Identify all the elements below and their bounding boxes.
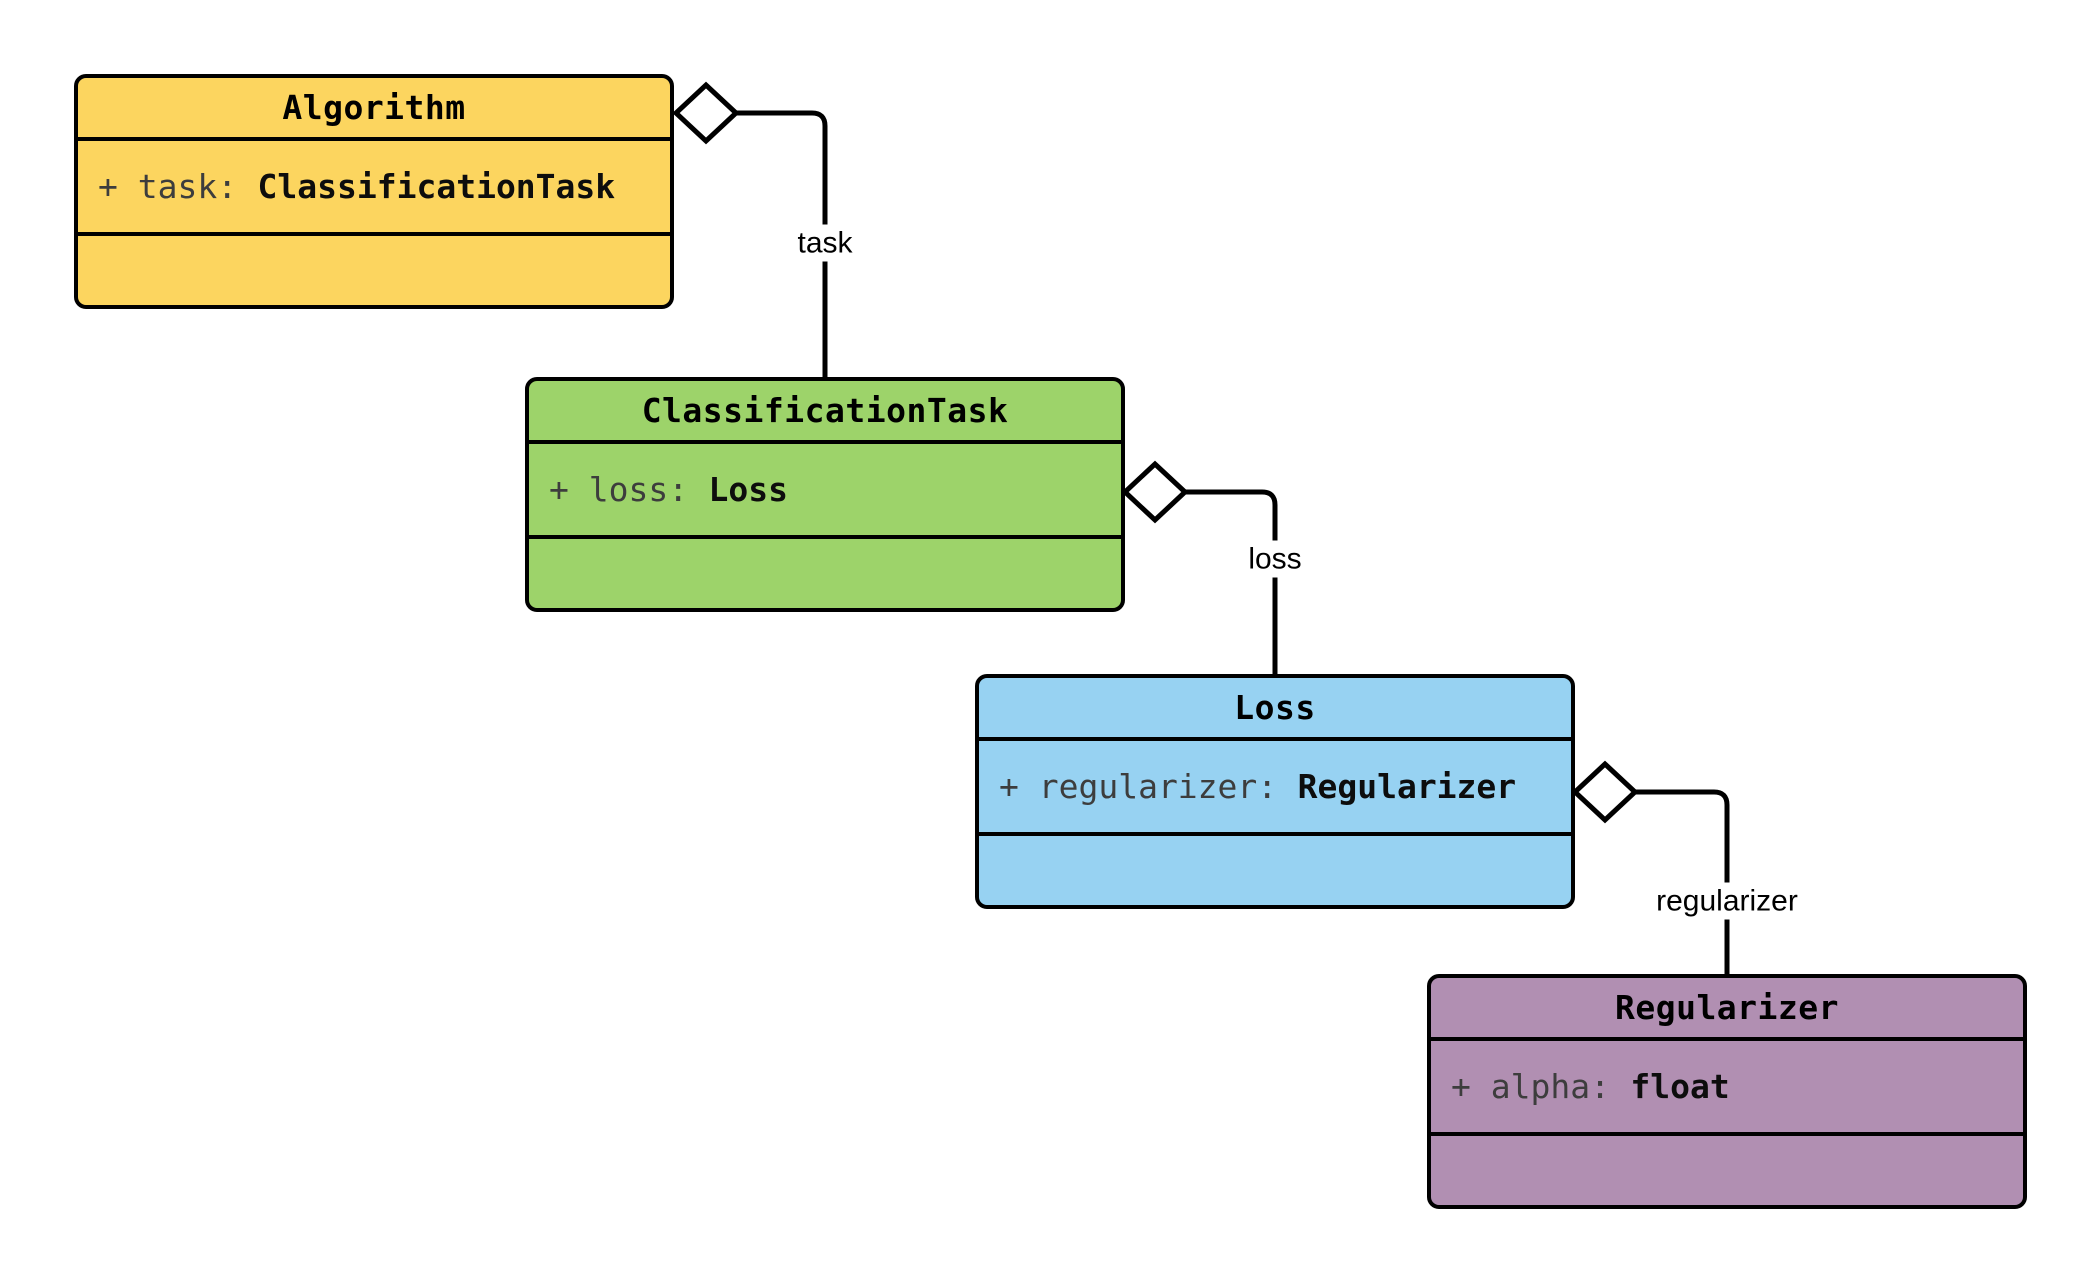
edge-label-regularizer: regularizer [1648,882,1806,920]
attribute-name: + alpha: [1451,1067,1610,1106]
aggregation-diamond-icon [1571,760,1639,824]
aggregation-edge-loss [1121,460,1278,675]
class-methods-compartment [78,236,670,305]
class-attributes: + alpha: float [1431,1041,2023,1136]
class-methods-compartment [1431,1136,2023,1205]
edge-line-task [736,110,828,377]
class-box-algorithm: Algorithm + task: ClassificationTask [74,74,674,309]
attribute-type: float [1630,1067,1730,1106]
attribute-name: + loss: [549,470,689,509]
class-title: Regularizer [1431,978,2023,1041]
class-title: Algorithm [78,78,670,141]
attribute-name: + regularizer: [999,767,1278,806]
attribute-type: Loss [708,470,789,509]
aggregation-edge-task [672,81,828,377]
attribute-type: ClassificationTask [257,167,616,206]
class-box-classificationtask: ClassificationTask + loss: Loss [525,377,1125,612]
class-title: ClassificationTask [529,381,1121,444]
edge-line-regularizer [1635,789,1730,974]
attribute-type: Regularizer [1297,767,1517,806]
aggregation-diamond-icon [1121,460,1189,524]
class-methods-compartment [979,836,1571,905]
aggregation-edge-regularizer [1571,760,1730,974]
class-title: Loss [979,678,1571,741]
class-box-loss: Loss + regularizer: Regularizer [975,674,1575,909]
class-attributes: + task: ClassificationTask [78,141,670,236]
class-box-regularizer: Regularizer + alpha: float [1427,974,2027,1209]
aggregation-diamond-icon [672,81,740,145]
class-methods-compartment [529,539,1121,608]
edge-line-loss [1185,489,1278,675]
class-attributes: + loss: Loss [529,444,1121,539]
class-attributes: + regularizer: Regularizer [979,741,1571,836]
attribute-name: + task: [98,167,238,206]
edge-label-loss: loss [1240,540,1310,578]
edge-label-task: task [789,224,861,262]
